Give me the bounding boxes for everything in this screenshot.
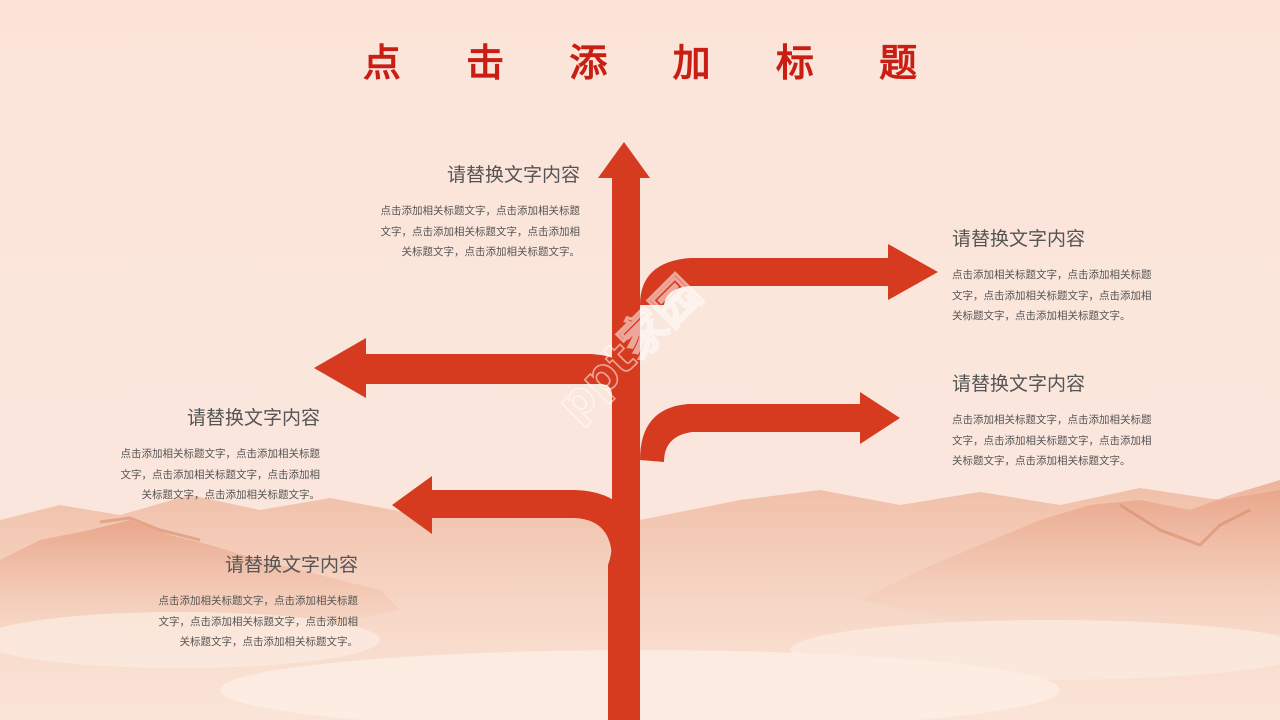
block-heading[interactable]: 请替换文字内容 (952, 373, 1086, 395)
body-line: 点击添加相关标题文字，点击添加相关标题 (952, 414, 1152, 426)
text-block-4: 请替换文字内容 点击添加相关标题文字，点击添加相关标题 文字，点击添加相关标题文… (80, 403, 321, 506)
body-line: 关标题文字，点击添加相关标题文字。 (401, 246, 581, 258)
block-body[interactable]: 点击添加相关标题文字，点击添加相关标题 文字，点击添加相关标题文字，点击添加相 … (952, 265, 1192, 327)
body-line: 关标题文字，点击添加相关标题文字。 (952, 310, 1131, 322)
body-line: 关标题文字，点击添加相关标题文字。 (952, 455, 1131, 467)
great-wall-left (99, 516, 201, 542)
signpost-trunk (608, 175, 640, 720)
arrow-left-middle (314, 338, 640, 400)
arrow-right-lower (640, 392, 900, 462)
body-line: 文字，点击添加相关标题文字，点击添加相 (380, 225, 581, 238)
body-line: 关标题文字，点击添加相关标题文字。 (141, 489, 321, 501)
text-block-2: 请替换文字内容 点击添加相关标题文字，点击添加相关标题 文字，点击添加相关标题文… (952, 224, 1192, 327)
block-heading[interactable]: 请替换文字内容 (952, 228, 1086, 250)
body-line: 点击添加相关标题文字，点击添加相关标题 (158, 595, 359, 607)
body-line: 点击添加相关标题文字，点击添加相关标题 (120, 448, 321, 460)
great-wall-right (1119, 503, 1251, 547)
text-block-1: 请替换文字内容 点击添加相关标题文字，点击添加相关标题 文字，点击添加相关标题文… (340, 160, 581, 263)
body-line: 点击添加相关标题文字，点击添加相关标题 (952, 269, 1152, 281)
text-block-3: 请替换文字内容 点击添加相关标题文字，点击添加相关标题 文字，点击添加相关标题文… (952, 369, 1192, 472)
body-line: 点击添加相关标题文字，点击添加相关标题 (380, 205, 581, 217)
body-line: 文字，点击添加相关标题文字，点击添加相 (952, 289, 1152, 302)
cloud (0, 612, 380, 668)
page-title[interactable]: 点 击 添 加 标 题 (362, 41, 944, 85)
block-heading[interactable]: 请替换文字内容 (446, 164, 580, 186)
body-line: 文字，点击添加相关标题文字，点击添加相 (952, 434, 1152, 447)
text-block-5: 请替换文字内容 点击添加相关标题文字，点击添加相关标题 文字，点击添加相关标题文… (118, 550, 359, 653)
arrow-right-upper (640, 244, 938, 305)
block-body[interactable]: 点击添加相关标题文字，点击添加相关标题 文字，点击添加相关标题文字，点击添加相 … (340, 201, 581, 263)
mountains-right (860, 480, 1280, 640)
body-line: 文字，点击添加相关标题文字，点击添加相 (120, 468, 321, 481)
arrow-up-head (598, 142, 650, 178)
block-body[interactable]: 点击添加相关标题文字，点击添加相关标题 文字，点击添加相关标题文字，点击添加相 … (118, 591, 359, 653)
block-body[interactable]: 点击添加相关标题文字，点击添加相关标题 文字，点击添加相关标题文字，点击添加相 … (80, 444, 321, 506)
block-body[interactable]: 点击添加相关标题文字，点击添加相关标题 文字，点击添加相关标题文字，点击添加相 … (952, 410, 1192, 472)
signpost (314, 142, 938, 720)
arrow-left-bottom (392, 476, 640, 560)
block-heading[interactable]: 请替换文字内容 (224, 554, 358, 576)
body-line: 文字，点击添加相关标题文字，点击添加相 (158, 615, 359, 628)
body-line: 关标题文字，点击添加相关标题文字。 (179, 636, 359, 648)
block-heading[interactable]: 请替换文字内容 (186, 407, 320, 429)
